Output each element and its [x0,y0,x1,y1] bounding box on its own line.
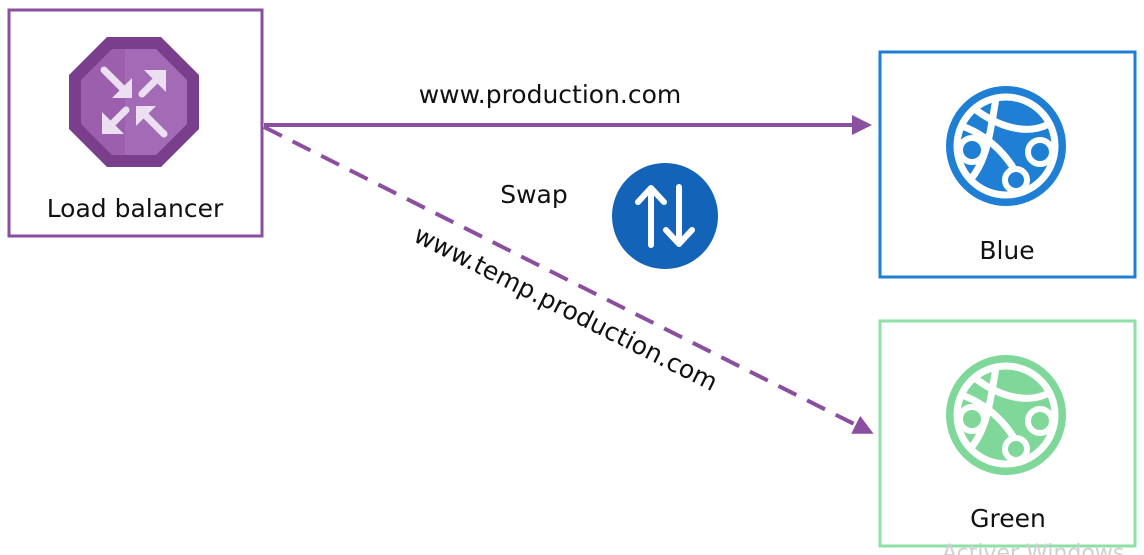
swap-arrows-icon [612,163,718,269]
production-url-label: www.production.com [419,80,682,109]
blue-label: Blue [979,236,1034,265]
green-label: Green [970,504,1046,533]
load-balancer-icon [69,37,199,167]
swap-label: Swap [500,180,568,209]
temp-arrow [263,125,874,434]
blue-node: Blue [878,50,1137,279]
load-balancer-label: Load balancer [47,194,224,223]
green-node: Green [878,319,1137,548]
web-app-globe-icon [946,355,1066,475]
load-balancer-node: Load balancer [7,8,264,238]
watermark-text: Activer Windows [942,541,1124,555]
web-app-globe-icon [946,86,1066,206]
